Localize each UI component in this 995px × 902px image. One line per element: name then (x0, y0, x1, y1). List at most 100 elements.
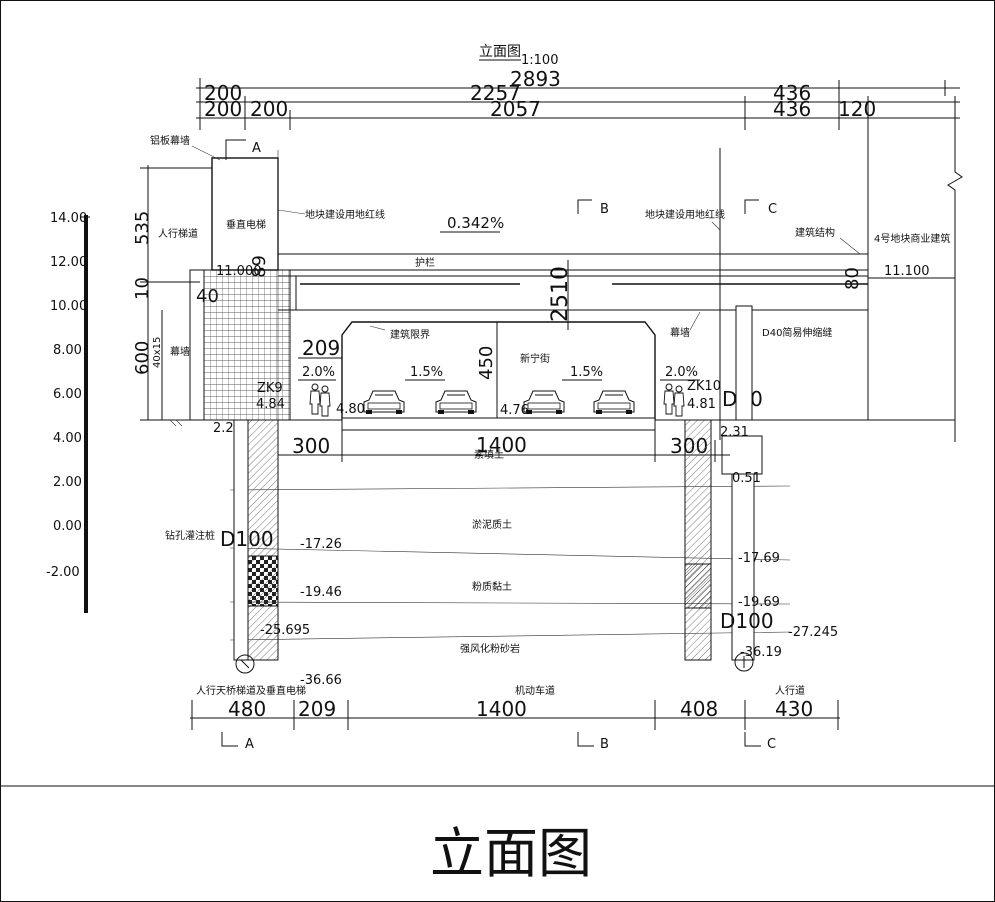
scale-4: 4.00 (53, 431, 82, 446)
zk9-name: ZK9 (257, 381, 283, 396)
soil-weathered: 强风化粉砂岩 (460, 642, 520, 655)
pedestrian-3 (663, 383, 675, 415)
dim-2257: 2257 (470, 81, 521, 105)
right-level-2: -19.69 (738, 595, 780, 610)
scale-8: 8.00 (53, 343, 82, 358)
car-3 (523, 390, 565, 415)
dim-10: 10 (132, 277, 153, 300)
elevation-scale-bar: 14.00 12.00 10.00 8.00 6.00 4.00 2.00 0.… (46, 211, 90, 613)
dim-11100: 11.100 (884, 264, 930, 279)
road-dimensions: 300 1400 300 (277, 430, 730, 462)
right-pile (684, 305, 763, 672)
right-level-3: -27.245 (788, 625, 838, 640)
drawing-title: 立面图 (430, 822, 592, 885)
elevation-title: 立面图 (479, 44, 521, 60)
section-marks-top: A B C (225, 139, 777, 217)
label-stair: 人行梯道 (158, 227, 198, 240)
label-redline-right: 地块建设用地红线 (645, 208, 725, 221)
dim-200-b: 200 (204, 97, 242, 121)
left-pile (233, 419, 279, 674)
zk10-name: ZK10 (687, 379, 721, 394)
scale-0: 0.00 (53, 519, 82, 534)
dim-2510: 2510 (548, 266, 573, 322)
slope-2: 1.5% (410, 365, 443, 380)
dim-2893: 2893 (510, 67, 561, 91)
scale-2: 2.00 (53, 475, 82, 490)
label-redline-left: 地块建设用地红线 (305, 208, 385, 221)
dim-209-bottom: 209 (298, 697, 336, 721)
break-line (947, 96, 963, 442)
dim-0342: 0.342% (447, 214, 504, 232)
zk9-elev: 4.84 (256, 397, 285, 412)
dim-480: 480 (228, 697, 266, 721)
dim-1400: 1400 (476, 697, 527, 721)
label-curtain-wall-2: 幕墙 (670, 326, 690, 339)
right-level-1: -17.69 (738, 551, 780, 566)
scale-10: 10.00 (50, 299, 87, 314)
label-elevator: 垂直电梯 (226, 218, 266, 231)
soil-fill: 素填土 (474, 448, 504, 461)
right-top-elev: 0.51 (732, 471, 761, 486)
dim-436-a: 436 (773, 81, 811, 105)
bottom-label-stair: 人行天桥梯道及垂直电梯 (196, 684, 306, 697)
section-marks-bottom: A B C (221, 732, 776, 752)
label-railing: 护栏 (415, 256, 435, 269)
slope-4: 2.0% (665, 365, 698, 380)
ground-level (148, 417, 955, 431)
top-dimensions: 2893 2257 436 200 200 200 2057 436 120 (196, 67, 960, 130)
scale-6: 6.00 (53, 387, 82, 402)
left-level-1: -17.26 (300, 537, 342, 552)
pedestrian-2 (319, 385, 331, 417)
dim-300-left: 300 (292, 434, 330, 458)
stair-tower (189, 150, 291, 440)
dim-80: 80 (842, 267, 863, 290)
section-c-top: C (768, 202, 777, 217)
label-building-struct: 建筑结构 (795, 226, 835, 239)
left-pile-dia: D100 (220, 527, 274, 551)
dim-436-b: 436 (773, 97, 811, 121)
left-level-2: -19.46 (300, 585, 342, 600)
section-a-bottom: A (245, 737, 254, 752)
slope-3: 1.5% (570, 365, 603, 380)
dim-430: 430 (775, 697, 813, 721)
label-clearance: 建筑限界 (390, 328, 430, 341)
car-4 (593, 390, 635, 415)
label-plot4: 4号地块商业建筑 (874, 232, 950, 245)
right-pile-dia: D100 (720, 609, 774, 633)
dim-120: 120 (838, 97, 876, 121)
bridge-deck (278, 253, 868, 330)
label-street: 新宁街 (520, 352, 550, 365)
section-b-top: B (600, 202, 609, 217)
dim-200-c: 200 (250, 97, 288, 121)
scale-14: 14.00 (50, 211, 87, 226)
dim-535: 535 (132, 211, 153, 245)
scale-label: 1:100 (521, 53, 558, 68)
car-1 (363, 390, 405, 415)
bottom-label-sidewalk: 人行道 (775, 684, 805, 697)
bottom-label-road: 机动车道 (515, 684, 555, 697)
zk10-elev: 4.81 (687, 397, 716, 412)
scale-12: 12.00 (50, 255, 87, 270)
bottom-dimensions: 480 209 1400 408 430 (190, 697, 840, 730)
road-elev-right: 4.76 (500, 403, 529, 418)
slope-1: 2.0% (302, 365, 335, 380)
label-curtain-alu: 铝板幕墙 (150, 134, 190, 147)
dim-408: 408 (680, 697, 718, 721)
pedestrian-4 (673, 385, 685, 417)
label-curtain-wall: 幕墙 (170, 345, 190, 358)
section-a-top: A (252, 141, 261, 156)
left-level-3: -25.695 (260, 623, 310, 638)
label-bored-pile: 钻孔灌注桩 (165, 529, 215, 542)
dim-450: 450 (476, 346, 497, 380)
dim-600: 600 (132, 341, 153, 375)
car-2 (435, 390, 477, 415)
dim-200-a: 200 (204, 81, 242, 105)
section-b-bottom: B (600, 737, 609, 752)
dim-209: 209 (302, 336, 340, 360)
dim-2057: 2057 (490, 97, 541, 121)
pedestrian-1 (309, 383, 321, 415)
label-joint: D40简易伸缩缝 (762, 326, 832, 339)
road-elev-left: 4.80 (336, 402, 365, 417)
clearance-frame (341, 321, 656, 420)
